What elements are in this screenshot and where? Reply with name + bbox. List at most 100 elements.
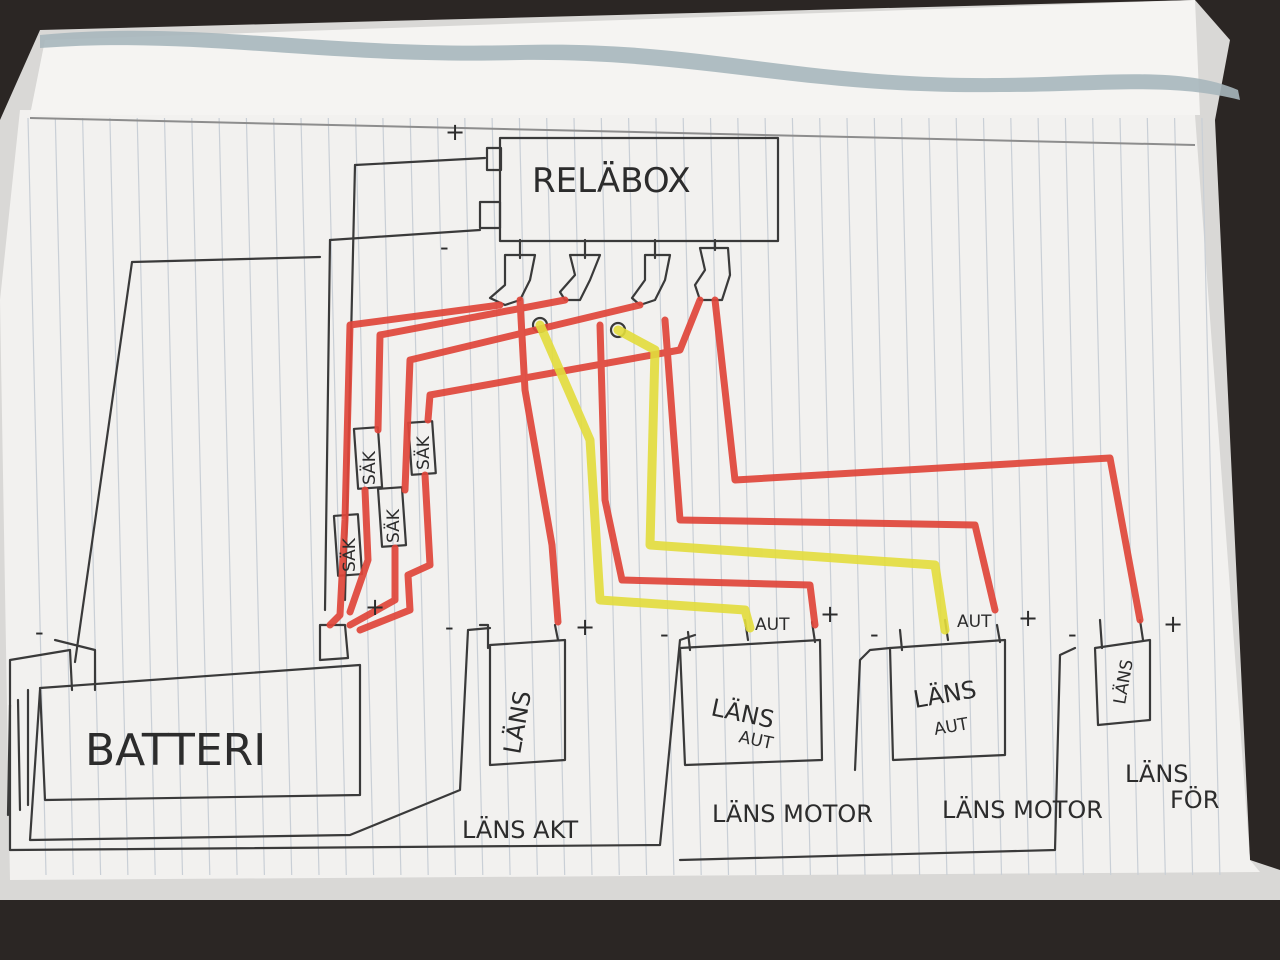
ruling-line <box>1010 117 1030 876</box>
ruling-line <box>136 117 156 876</box>
ground-wire-motor <box>678 646 1077 862</box>
battery-plus-post <box>318 623 350 662</box>
component-2-minus: - <box>660 620 669 648</box>
ruling-line <box>846 117 866 876</box>
group-label-lans-for-1: LÄNS <box>1125 759 1189 788</box>
fuse-3-label: SÄK <box>383 508 404 543</box>
relay-minus-label: - <box>440 233 449 261</box>
battery-label: BATTERI <box>85 725 266 776</box>
relay-terminal-1 <box>488 253 537 307</box>
ruling-line <box>600 117 620 876</box>
pencil-layer <box>6 136 1152 862</box>
component-3-minus: - <box>870 620 879 648</box>
ruling-line <box>1037 117 1057 876</box>
component-2-outline <box>678 638 824 767</box>
ruling-line <box>327 117 347 876</box>
ruling-line <box>764 117 784 876</box>
yellow-wire-aut-1 <box>535 320 755 633</box>
ruling-line <box>409 117 429 876</box>
ruling-line <box>191 117 211 876</box>
ruling-line <box>955 117 975 876</box>
ruling-line <box>819 117 839 876</box>
ruling-line <box>218 117 238 876</box>
relay-connector-bottom <box>478 200 502 230</box>
ground-wire-outer <box>8 255 697 852</box>
relay-terminal-3 <box>630 253 672 307</box>
component-4-plus: + <box>1163 610 1183 638</box>
ruling-line <box>573 117 593 876</box>
battery-outline <box>38 663 362 802</box>
group-label-lans-motor-1: LÄNS MOTOR <box>712 799 873 828</box>
ground-wire-inner <box>28 626 492 842</box>
red-wire-battery-relay-1 <box>326 301 504 629</box>
component-2-plus: + <box>820 600 840 628</box>
relay-minus-line <box>328 228 482 242</box>
ruling-line <box>628 117 648 876</box>
ruling-line <box>82 117 102 876</box>
ruling-line <box>1119 117 1139 876</box>
fuse-2-box <box>352 426 384 490</box>
ruling-line <box>655 117 675 876</box>
page-fold-line <box>29 117 1196 146</box>
ruling-line <box>928 117 948 876</box>
red-wires <box>326 296 1144 634</box>
ruling-line <box>436 117 457 876</box>
ruling-line <box>300 117 320 876</box>
red-wire-battery-relay-4 <box>356 296 704 634</box>
component-1-minus: - <box>445 613 454 641</box>
red-wire-lans-1 <box>516 296 562 626</box>
fuse-1-label: SÄK <box>339 537 360 572</box>
component-1-outline <box>488 638 567 767</box>
ruling-line <box>737 117 757 876</box>
ruling-line <box>1201 117 1221 876</box>
yellow-wire-aut-2 <box>613 325 950 635</box>
group-label-lans-motor-2: LÄNS MOTOR <box>942 795 1103 824</box>
ruling-line <box>1064 117 1084 876</box>
component-3-outline <box>888 638 1007 762</box>
ruling-line <box>873 117 893 876</box>
ruling-line <box>982 117 1003 876</box>
red-wire-lans-aut-2 <box>661 316 999 614</box>
ruling-line <box>901 117 921 876</box>
relay-terminal-2 <box>558 253 602 302</box>
ruling-line <box>1092 117 1112 876</box>
ruling-line <box>682 117 702 876</box>
ruling-line <box>273 117 293 876</box>
ruling-line <box>1146 117 1166 876</box>
ribbon-bookmark <box>40 30 1240 100</box>
component-3-aut: AUT <box>957 612 992 632</box>
fuse-4-label: SÄK <box>413 435 434 470</box>
component-4-minus: - <box>1068 620 1077 648</box>
yellow-wires <box>535 320 950 635</box>
component-4-outline <box>1093 638 1152 727</box>
component-1-plus: + <box>575 613 595 641</box>
red-wire-battery-relay-3 <box>346 301 644 629</box>
group-label-lans-for-2: FÖR <box>1170 785 1219 814</box>
relay-connector-top <box>485 146 503 172</box>
relay-plus-line <box>353 156 487 167</box>
relay-box-outline <box>498 136 780 243</box>
fuse-2-label: SÄK <box>359 450 380 485</box>
relay-box-label: RELÄBOX <box>532 161 691 201</box>
red-wire-lans-aut-1 <box>596 321 819 629</box>
page-ruling <box>27 117 1221 876</box>
ruling-line <box>1174 117 1194 876</box>
ruling-line <box>491 117 511 876</box>
relay-plus-label: + <box>445 118 465 146</box>
ruling-line <box>791 117 811 876</box>
battery-plus-label: + <box>365 593 385 621</box>
ruling-line <box>518 117 538 876</box>
group-label-lans-akt: LÄNS AKT <box>462 815 578 844</box>
red-wire-battery-relay-2 <box>346 296 569 616</box>
ruling-line <box>546 117 566 876</box>
ruling-line <box>109 117 129 876</box>
ruling-line <box>245 117 265 876</box>
component-2-aut: AUT <box>755 615 790 635</box>
ruling-line <box>163 117 184 876</box>
ruling-line <box>382 117 402 876</box>
ruling-line <box>54 117 74 876</box>
ruling-line <box>464 117 484 876</box>
red-wire-lans-4 <box>711 296 1144 624</box>
ruling-line <box>709 117 730 876</box>
